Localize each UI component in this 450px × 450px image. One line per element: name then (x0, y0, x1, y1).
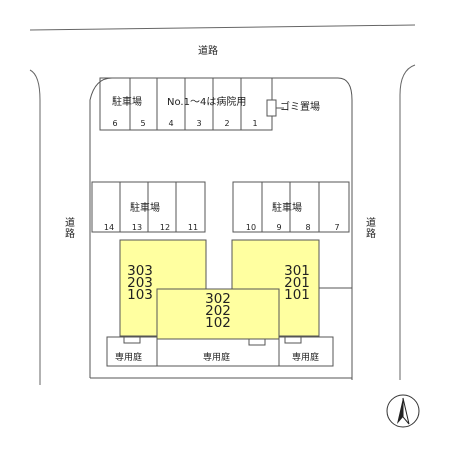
parking-north-label: 駐車場 (112, 97, 142, 108)
unit-number: 202 (205, 303, 231, 319)
garbage-area-box (266, 99, 277, 117)
space-number: 3 (196, 119, 202, 128)
space-number: 9 (276, 223, 282, 232)
road-label-right: 道路 (366, 218, 376, 240)
road-label-left: 道路 (65, 218, 75, 240)
garden-center-label: 専用庭 (203, 353, 231, 363)
building-center (156, 288, 280, 340)
space-number: 13 (131, 223, 143, 232)
units-center: 302 202 102 (198, 291, 238, 331)
road-label-top: 道路 (198, 46, 218, 57)
space-number: 6 (112, 119, 118, 128)
space-number: 8 (305, 223, 311, 232)
garden-west-label: 専用庭 (115, 353, 143, 363)
space-number: 7 (334, 223, 340, 232)
space-number: 4 (168, 119, 174, 128)
space-number: 1 (252, 119, 258, 128)
unit-number: 301 (284, 263, 310, 279)
space-number: 12 (159, 223, 171, 232)
road-edge-top (29, 24, 416, 31)
space-number: 14 (103, 223, 115, 232)
space-number: 5 (140, 119, 146, 128)
unit-number: 101 (284, 287, 310, 303)
garbage-label: ゴミ置場 (280, 102, 320, 113)
units-east: 301 201 101 (277, 263, 317, 303)
unit-number: 201 (284, 275, 310, 291)
parking-east-area (232, 181, 350, 233)
parking-east-label: 駐車場 (272, 203, 302, 214)
space-number: 11 (187, 223, 199, 232)
road-edge-right (399, 64, 416, 380)
unit-number: 303 (127, 263, 153, 279)
unit-number: 103 (127, 287, 153, 303)
space-number: 2 (224, 119, 230, 128)
units-west: 303 203 103 (120, 263, 160, 303)
space-number: 10 (245, 223, 257, 232)
north-arrow-icon (386, 394, 420, 428)
parking-west-label: 駐車場 (130, 203, 160, 214)
unit-number: 203 (127, 275, 153, 291)
unit-number: 302 (205, 291, 231, 307)
garden-east (278, 336, 334, 367)
garden-east-label: 専用庭 (292, 353, 320, 363)
road-edge-left (29, 69, 41, 385)
unit-number: 102 (205, 315, 231, 331)
parking-north-note: No.1～4は病院用 (167, 97, 247, 108)
